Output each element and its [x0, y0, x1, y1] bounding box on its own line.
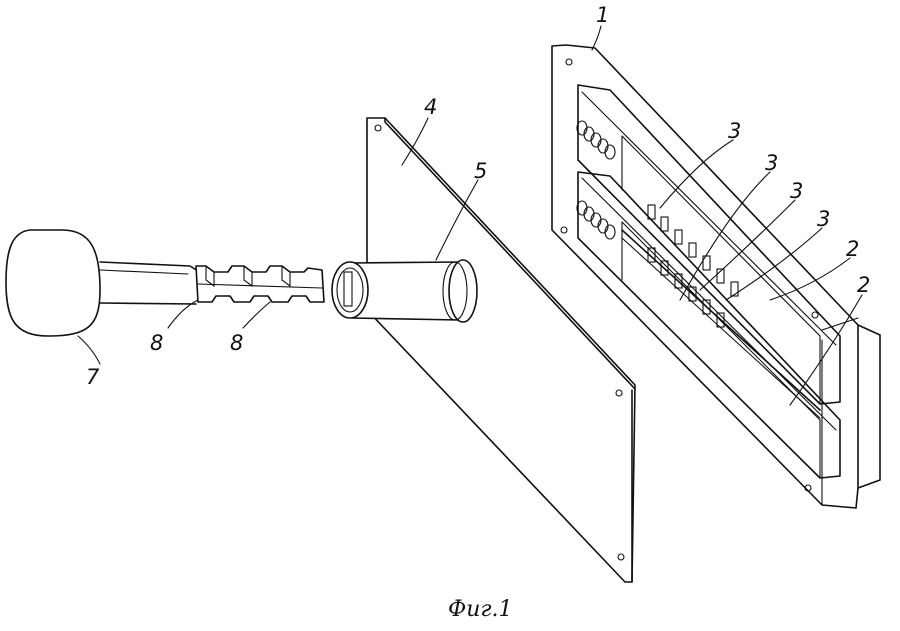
label-8b: 8	[230, 331, 243, 355]
label-7: 7	[86, 365, 100, 389]
pin-slots-lower	[647, 247, 725, 328]
label-3a: 3	[728, 119, 741, 143]
label-3c: 3	[790, 179, 803, 203]
lower-coil	[576, 200, 616, 240]
panel-1	[551, 44, 881, 509]
label-4: 4	[424, 95, 437, 119]
label-5: 5	[474, 159, 487, 183]
upper-coil	[576, 120, 616, 160]
sleeve-5	[331, 259, 478, 323]
key-teeth-8	[195, 265, 325, 303]
label-2b: 2	[857, 273, 870, 297]
figure-caption: Фиг.1	[448, 597, 513, 622]
label-3d: 3	[817, 207, 830, 231]
label-2a: 2	[846, 237, 859, 261]
label-8a: 8	[150, 331, 163, 355]
key-7	[5, 229, 325, 337]
pin-slots-upper	[647, 204, 739, 297]
label-1: 1	[596, 3, 609, 27]
label-3b: 3	[765, 151, 778, 175]
